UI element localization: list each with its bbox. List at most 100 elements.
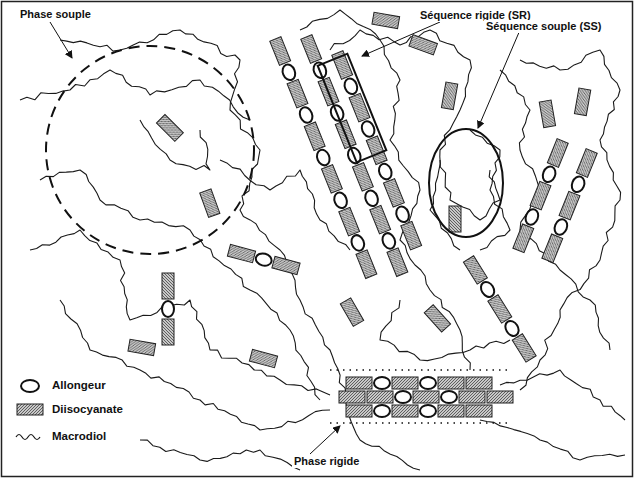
diisocyanate-block [272,256,300,274]
extender-ellipse [380,231,397,250]
extender-ellipse [363,189,380,208]
extender-ellipse [298,105,315,124]
extender-ellipse [162,301,174,317]
legend-text: Allongeur [50,379,108,392]
diisocyanate-block [487,391,513,403]
diisocyanate-block [162,273,174,299]
extender-ellipse [570,175,587,194]
extender-ellipse [395,391,411,403]
soft-sequence-ellipse [429,129,503,237]
hard-segments [128,12,597,417]
diisocyanate-block [352,163,373,192]
region-label: Phase souple [18,8,93,21]
diisocyanate-block [162,319,174,345]
diisocyanate-block [387,248,408,277]
macrodiol-chain [30,230,330,395]
extender-ellipse [254,252,273,268]
diisocyanate-block [356,250,377,279]
extender-ellipse [420,405,436,417]
extender-ellipse [332,191,349,210]
extender-ellipse [420,377,436,389]
diisocyanate-block [301,35,322,64]
diisocyanate-block [424,305,450,332]
diisocyanate-block [547,139,568,168]
diisocyanate-block [413,391,439,403]
rigid-sequence-box [318,54,387,162]
legend-text: Macrodiol [50,430,108,443]
diisocyanate-block [409,35,438,55]
diisocyanate-block [304,122,325,151]
extender-ellipse [394,205,411,224]
extender-ellipse [377,162,394,181]
leader-line [50,22,72,58]
diisocyanate-block [542,234,563,263]
extender-ellipse [503,318,522,338]
diisocyanate-block [488,295,512,323]
extender-ellipse [441,391,457,403]
extender-ellipse [374,405,390,417]
diisocyanate-block [438,377,464,389]
diisocyanate-block [539,100,555,128]
macrodiol-chain [470,130,510,250]
diisocyanate-block [463,256,487,284]
diisocyanate-block [459,391,485,403]
diisocyanate-block [270,37,291,66]
macrodiol-chain [480,420,625,460]
extender-ellipse [552,217,569,236]
rigid-phase-dots [330,422,510,424]
diisocyanate-block [466,377,492,389]
diisocyanate-block [530,181,551,210]
diisocyanate-block [367,391,393,403]
diisocyanate-block [249,349,277,367]
macrodiol-chain [220,160,350,250]
macrodiol-chain [140,440,300,470]
diisocyanate-block [392,405,418,417]
extender-ellipse [374,377,390,389]
macrodiol-chain [300,10,470,370]
soft-phase-outline [46,46,254,254]
diisocyanate-block [401,221,422,250]
extender-ellipse [349,233,366,252]
diisocyanate-block [128,339,156,355]
diisocyanate-block [370,205,391,234]
diisocyanate-block [441,82,457,110]
diisocyanate-block [574,88,590,116]
extender-ellipse [315,148,332,167]
diisocyanate-block [372,12,400,28]
diisocyanate-block [339,207,360,236]
diisocyanate-block [383,179,404,208]
legend-symbols [16,380,43,440]
macrodiol-chain [500,370,625,420]
diisocyanate-block [227,244,255,262]
diisocyanate-block [346,405,372,417]
macrodiol-chain [20,70,250,120]
leader-line [362,22,440,56]
diisocyanate-block [512,334,536,362]
diisocyanate-block [349,93,370,122]
diisocyanate-block [449,206,461,232]
macrodiol-chain [40,170,320,400]
region-label: Séquence souple (SS) [484,20,604,33]
diisocyanate-block [339,391,365,403]
diisocyanate-block [392,377,418,389]
diisocyanate-block [346,377,372,389]
diisocyanate-block [559,191,580,220]
macrodiol-chain [380,300,510,361]
extender-ellipse [478,279,497,299]
macrodiol-chain [520,50,621,390]
leader-line [310,426,340,454]
diisocyanate-block [156,114,183,141]
diisocyanate-block [438,405,464,417]
diisocyanate-block [287,79,308,108]
diisocyanate-block [340,298,363,327]
legend-text: Diisocyanate [50,403,125,416]
diisocyanate-block [576,149,597,178]
macrodiol-chains [20,10,625,470]
extender-ellipse [523,207,540,226]
macrodiol-chain [500,70,610,350]
diisocyanate-block [466,405,492,417]
extender-ellipse [280,63,297,82]
leader-line [478,30,520,128]
